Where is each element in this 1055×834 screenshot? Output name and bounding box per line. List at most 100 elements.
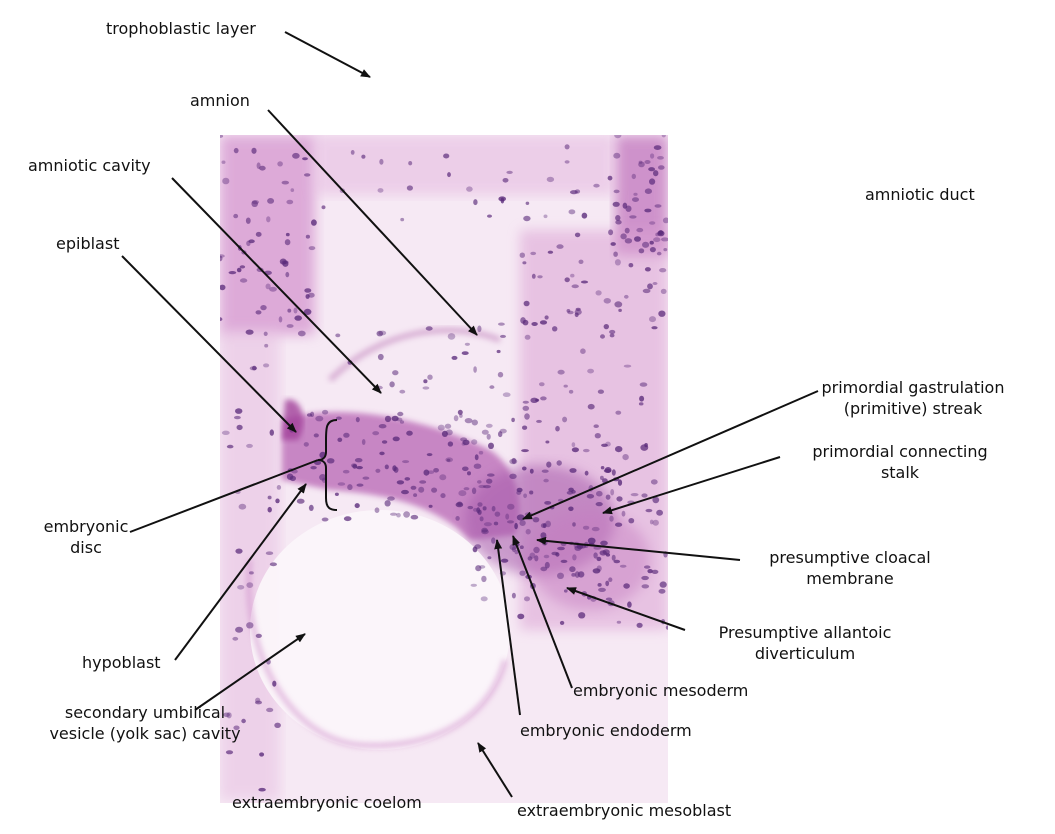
nucleus [507,520,514,524]
nucleus [544,501,552,505]
nucleus [308,292,315,298]
nucleus [482,506,487,511]
label-primitive-streak: primordial gastrulation (primitive) stre… [780,377,1046,419]
nucleus [356,483,364,487]
nucleus [471,487,477,495]
nucleus [570,190,578,195]
nucleus [285,232,290,237]
nucleus [522,425,528,430]
nucleus [649,247,656,253]
cell-nuclei [220,135,668,792]
nucleus [618,308,622,312]
nucleus [308,246,316,251]
nucleus [471,439,478,445]
nucleus [630,493,639,497]
nucleus [578,612,586,619]
nucleus [396,480,405,485]
nucleus [586,494,595,499]
nucleus [251,200,258,207]
nucleus [600,466,605,470]
nucleus [661,135,666,138]
nucleus [595,290,602,296]
nucleus [246,582,254,588]
nucleus [226,444,234,449]
nucleus [220,254,225,258]
nucleus [641,493,648,498]
label-extraembryonic-mesoblast: extraembryonic mesoblast [517,801,732,820]
nucleus [352,464,358,469]
nucleus [511,546,516,553]
nucleus [524,334,531,340]
nucleus [638,161,645,168]
nucleus [494,511,501,517]
nucleus [566,309,571,313]
nucleus [568,506,574,512]
nucleus [614,135,622,139]
nucleus [649,178,656,185]
nucleus [221,160,226,164]
nucleus [310,466,317,470]
nucleus [658,588,666,594]
arrow-connecting-stalk [602,456,781,515]
nucleus [457,501,463,506]
nucleus [234,415,241,420]
nucleus [267,495,272,500]
nucleus [564,160,570,164]
nucleus [473,366,477,373]
nucleus [534,555,539,562]
nucleus [233,213,239,219]
nucleus [611,554,616,561]
nucleus [427,374,433,380]
nucleus [560,559,568,564]
nucleus [650,153,655,159]
nucleus [529,468,534,474]
nucleus [274,722,281,728]
nucleus [441,430,448,437]
nucleus [433,468,439,473]
nucleus [593,552,598,559]
nucleus [662,217,668,224]
nucleus [557,572,564,579]
nucleus [308,504,314,511]
nucleus [343,432,350,438]
nucleus [464,418,473,424]
nucleus [615,522,623,527]
nucleus [610,489,615,496]
nucleus [570,273,575,278]
nucleus [659,268,667,273]
nucleus [347,484,353,491]
nucleus [525,528,531,535]
nucleus [220,255,223,262]
nucleus [220,317,223,322]
nucleus [591,526,600,532]
nucleus [290,188,295,193]
nucleus [397,411,404,417]
nucleus [613,559,621,564]
nucleus [593,183,600,188]
arrow-amniotic-cavity [171,177,382,394]
nucleus [557,369,565,375]
nucleus [615,219,622,225]
nucleus [634,236,641,242]
nucleus [511,457,517,464]
nucleus [639,382,648,387]
nucleus [408,161,413,166]
nucleus [410,485,417,490]
nucleus [305,234,310,239]
nucleus [543,554,550,559]
nucleus [621,510,626,517]
nucleus [582,525,590,530]
nucleus [595,502,603,507]
nucleus [652,519,659,526]
nucleus [445,429,453,436]
nucleus [374,507,380,513]
nucleus [522,405,530,411]
nucleus [602,549,610,555]
nucleus [524,596,530,602]
nucleus [263,331,268,336]
nucleus [279,258,287,265]
nucleus [529,490,534,495]
nucleus [336,416,342,420]
nucleus [267,198,275,204]
